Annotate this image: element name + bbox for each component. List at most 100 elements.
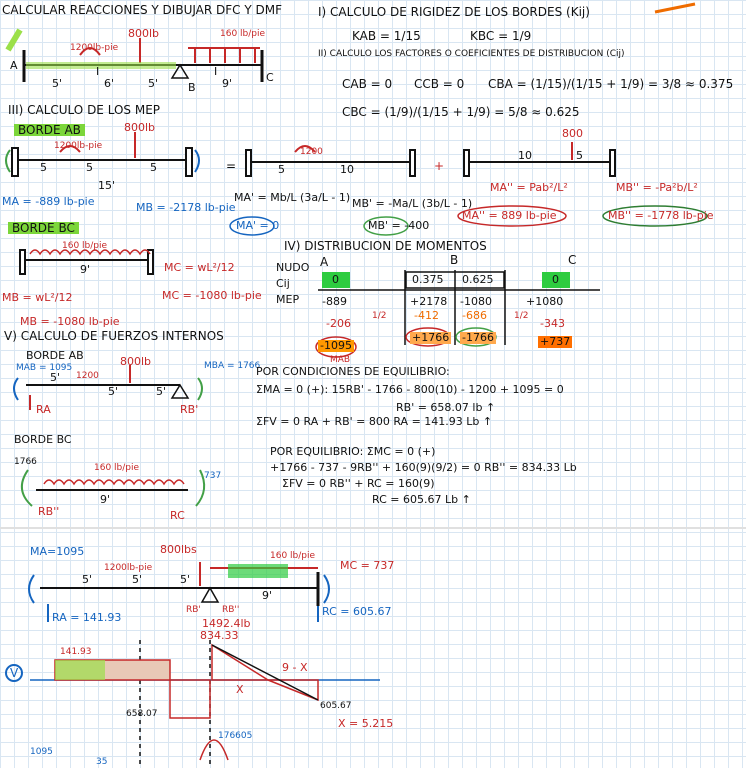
plus-sign: + [434, 159, 445, 173]
v-circle [5, 664, 23, 682]
mb-result: MB = -2178 lb-pie [136, 201, 236, 214]
factores-heading: II) CALCULO LOS FACTORES O COEFICIENTES … [318, 49, 625, 59]
eq-line-3: RB' = 658.07 lb ↑ [396, 401, 496, 414]
rigidez-heading: I) CALCULO DE RIGIDEZ DE LOS BORDES (Kij… [318, 5, 590, 19]
borde-ab-label: BORDE AB [14, 124, 85, 136]
load-moment-label: 1200lb-pie [70, 43, 119, 53]
cij-bc: 0.625 [462, 273, 494, 286]
span-label-2: I [214, 65, 218, 78]
ma-result: MA = -889 lb-pie [2, 195, 95, 208]
bt-dim-2: 5' [132, 573, 143, 586]
fz-m737: 737 [204, 471, 222, 481]
eq-line-8: RC = 605.67 Lb ↑ [372, 493, 471, 506]
bt-load-moment: 1200lb-pie [104, 563, 153, 573]
arrow-lime [5, 28, 23, 52]
fz-load-bc: 160 lb/pie [94, 463, 140, 473]
sup-load-800: 800 [562, 127, 583, 140]
fz-ra: RA [36, 403, 51, 416]
map-label: MAB [330, 355, 351, 365]
mep-a: -889 [322, 295, 347, 308]
beam-borde-ab [5, 132, 200, 177]
eq-line-1: POR CONDICIONES DE EQUILIBRIO: [256, 365, 450, 378]
fz-dim-2: 5' [108, 385, 119, 398]
bt-dim-3: 5' [180, 573, 191, 586]
bt-rc: RC = 605.67 [322, 605, 392, 618]
mep-dim-3: 5 [150, 161, 157, 174]
nudo-b: B [450, 253, 459, 267]
bt-ma: MA=1095 [30, 545, 85, 558]
row-mep: MEP [276, 293, 300, 306]
bt-dim-1: 5' [82, 573, 93, 586]
dim-3: 5' [148, 77, 159, 90]
eq-ma-2prime: MA'' = Pab²/L² [490, 181, 568, 194]
kab-value: KAB = 1/15 [352, 29, 421, 43]
borde-bc-label: BORDE BC [8, 222, 79, 234]
beam-main-top [22, 38, 264, 82]
main-title: CALCULAR REACCIONES Y DIBUJAR DFC Y DMF [2, 3, 283, 17]
bt-m35: 35 [96, 757, 108, 767]
eq-line-4: ΣFV = 0 RA + RB' = 800 RA = 141.93 Lb ↑ [256, 415, 493, 428]
bt-rb-total: 1492.4lb [202, 617, 251, 630]
load-dist-label: 160 lb/pie [220, 29, 266, 39]
cij-a: 0 [332, 273, 339, 286]
carry-right: 1/2 [514, 311, 529, 321]
load-point-label: 800lb [128, 27, 160, 40]
mep-heading: III) CALCULO DE LOS MEP [8, 103, 161, 117]
fz-borde-bc: BORDE BC [14, 433, 72, 446]
fz-rb: RB' [180, 403, 199, 416]
highlight-beam [26, 62, 176, 69]
superposition-beams [245, 142, 616, 177]
row-cij: Cij [276, 277, 290, 290]
kbc-value: KBC = 1/9 [470, 29, 532, 43]
mep-load-moment: 1200lb-pie [54, 141, 103, 151]
eq-line-2: ΣMA = 0 (+): 15RB' - 1766 - 800(10) - 12… [256, 383, 564, 396]
dist-c: -343 [540, 317, 565, 330]
bt-rb1: RB' [186, 605, 201, 615]
eq-ma-prime: MA' = Mb/L (3a/L - 1) [234, 191, 351, 204]
mb-prime-result: MB' = -400 [368, 219, 430, 232]
bc-load: 160 lb/pie [62, 241, 108, 251]
sup-load-1200: 1200 [300, 147, 323, 157]
fz-load-800: 800lb [120, 355, 152, 368]
bt-x: X [236, 683, 244, 696]
cij-c: 0 [552, 273, 559, 286]
bt-9x: 9 - X [282, 661, 308, 674]
eq-line-5: POR EQUILIBRIO: ΣMC = 0 (+) [270, 445, 436, 458]
fz-load-1200: 1200 [76, 371, 99, 381]
fz-mab: MAB = 1095 [16, 363, 73, 373]
mc-formula: MC = wL²/12 [164, 261, 235, 274]
mep-c: +1080 [526, 295, 564, 308]
dim-1: 5' [52, 77, 63, 90]
sup-dim-5b: 5 [576, 149, 583, 162]
ccb-value: CCB = 0 [414, 77, 465, 91]
nudo-a: A [320, 255, 329, 269]
sup-dim-10: 10 [340, 163, 354, 176]
eq-line-7: ΣFV = 0 RB'' + RC = 160(9) [282, 477, 435, 490]
cij-ba: 0.375 [412, 273, 444, 286]
dist-a: -206 [326, 317, 351, 330]
bc-span: 9' [80, 263, 91, 276]
orange-check [654, 2, 696, 14]
fz-mba: MBA = 1766 [204, 361, 261, 371]
fz-dim-3: 5' [156, 385, 167, 398]
bt-v658: 658.07 [126, 709, 158, 719]
mb-2prime-result: MB'' = -1778 lb-pie [608, 209, 714, 222]
dist-ba: -412 [414, 309, 439, 322]
distribution-table [318, 270, 600, 345]
shear-diagram [30, 640, 380, 768]
mb-formula: MB = wL²/12 [2, 291, 73, 304]
bt-rb2: RB'' [222, 605, 240, 615]
mep-bc: -1080 [460, 295, 492, 308]
final-bc: -1766 [460, 331, 496, 344]
bt-v141: 141.93 [60, 647, 92, 657]
fz-dim-1: 5' [50, 371, 61, 384]
cba-value: CBA = (1/15)/(1/15 + 1/9) = 3/8 ≈ 0.375 [488, 77, 734, 91]
mep-dim-2: 5 [86, 161, 93, 174]
fz-borde-ab: BORDE AB [26, 349, 84, 362]
fz-span: 9' [100, 493, 111, 506]
eq-mb-2prime: MB'' = -Pa²b/L² [616, 181, 698, 194]
equals-sign: = [226, 159, 237, 173]
bt-mc: MC = 737 [340, 559, 395, 572]
bt-load-dist: 160 lb/pie [270, 551, 316, 561]
bt-dim-4: 9' [262, 589, 273, 602]
